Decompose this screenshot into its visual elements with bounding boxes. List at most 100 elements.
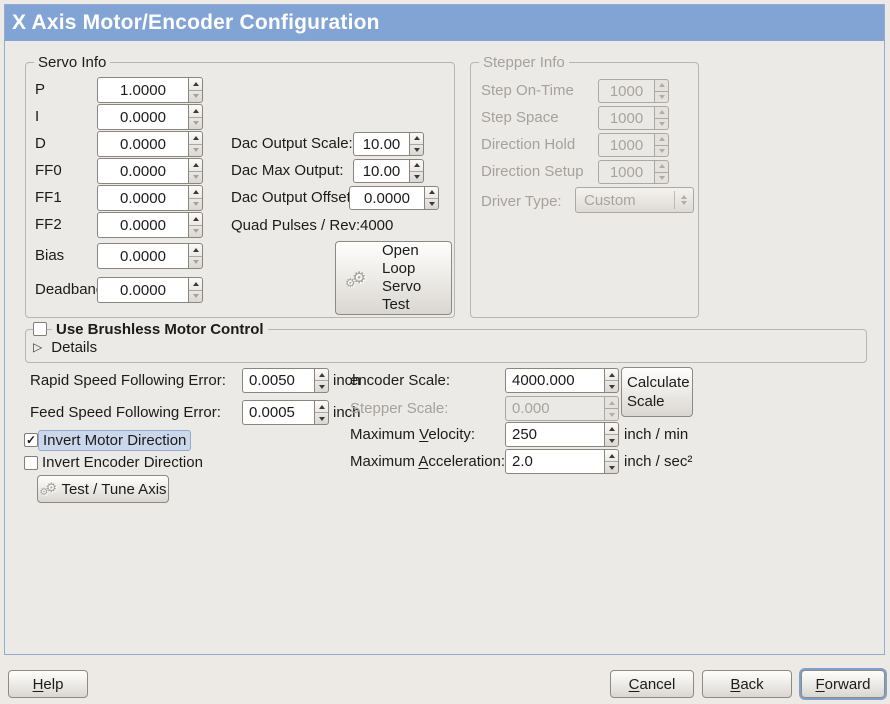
ff2-spinbox-steppers[interactable] bbox=[188, 212, 203, 238]
ff1-spinbox[interactable]: 0.0000 bbox=[97, 185, 203, 211]
p-spinbox-steppers[interactable] bbox=[188, 77, 203, 103]
ff0-spinbox[interactable]: 0.0000 bbox=[97, 158, 203, 184]
dac-output-offset-spinbox-entry[interactable]: 0.0000 bbox=[349, 186, 424, 210]
ff1-spinbox-steppers[interactable] bbox=[188, 185, 203, 211]
invert-encoder-label[interactable]: Invert Encoder Direction bbox=[42, 454, 203, 471]
spin-up-icon[interactable] bbox=[410, 160, 423, 172]
cancel-button[interactable]: Cancel bbox=[610, 670, 694, 698]
feed-following-error-spinbox-steppers[interactable] bbox=[314, 400, 329, 425]
calculate-scale-button[interactable]: Calculate Scale bbox=[621, 367, 693, 417]
max-velocity-spinbox[interactable]: 250 bbox=[505, 422, 619, 447]
p-spinbox-entry[interactable]: 1.0000 bbox=[97, 77, 188, 103]
max-acceleration-spinbox-steppers[interactable] bbox=[604, 449, 619, 474]
dac-output-scale-spinbox[interactable]: 10.00 bbox=[353, 132, 424, 156]
deadband-spinbox[interactable]: 0.0000 bbox=[97, 277, 203, 303]
open-loop-servo-test-button[interactable]: ⚙⚙ Open Loop Servo Test bbox=[335, 241, 452, 315]
d-spinbox-entry[interactable]: 0.0000 bbox=[97, 131, 188, 157]
bias-label: Bias bbox=[35, 247, 65, 264]
spin-up-icon[interactable] bbox=[605, 450, 618, 462]
spin-up-icon[interactable] bbox=[315, 369, 328, 381]
dialog-content: Servo Info P 1.0000 I 0.0000 D 0.0000 FF… bbox=[5, 41, 884, 654]
spin-down-icon[interactable] bbox=[189, 257, 202, 269]
test-tune-axis-button[interactable]: ⚙⚙ Test / Tune Axis bbox=[37, 475, 169, 503]
ff2-spinbox-entry[interactable]: 0.0000 bbox=[97, 212, 188, 238]
spin-down-icon[interactable] bbox=[410, 145, 423, 156]
dac-output-offset-spinbox-steppers[interactable] bbox=[424, 186, 439, 210]
step-on-time-spinbox-entry: 1000 bbox=[598, 79, 654, 103]
encoder-scale-spinbox-entry[interactable]: 4000.000 bbox=[505, 368, 604, 393]
spin-down-icon[interactable] bbox=[189, 91, 202, 103]
feed-following-error-unit: inch bbox=[333, 404, 361, 421]
i-spinbox-entry[interactable]: 0.0000 bbox=[97, 104, 188, 130]
spin-up-icon[interactable] bbox=[315, 401, 328, 413]
dac-output-scale-spinbox-steppers[interactable] bbox=[409, 132, 424, 156]
help-button[interactable]: Help bbox=[8, 670, 88, 698]
d-spinbox-steppers[interactable] bbox=[188, 131, 203, 157]
spin-up-icon[interactable] bbox=[189, 159, 202, 172]
spin-down-icon[interactable] bbox=[425, 199, 438, 210]
encoder-scale-spinbox[interactable]: 4000.000 bbox=[505, 368, 619, 393]
ff0-spinbox-entry[interactable]: 0.0000 bbox=[97, 158, 188, 184]
invert-encoder-checkbox[interactable] bbox=[24, 456, 38, 470]
spin-down-icon[interactable] bbox=[189, 118, 202, 130]
i-spinbox-steppers[interactable] bbox=[188, 104, 203, 130]
max-velocity-spinbox-entry[interactable]: 250 bbox=[505, 422, 604, 447]
back-button[interactable]: Back bbox=[702, 670, 792, 698]
rapid-following-error-spinbox-steppers[interactable] bbox=[314, 368, 329, 393]
spin-down-icon[interactable] bbox=[189, 145, 202, 157]
spin-down-icon[interactable] bbox=[605, 462, 618, 473]
feed-following-error-spinbox[interactable]: 0.0005 bbox=[242, 400, 329, 425]
bias-spinbox[interactable]: 0.0000 bbox=[97, 243, 203, 269]
combo-divider bbox=[674, 191, 675, 209]
details-expander[interactable]: ▷ Details bbox=[33, 337, 97, 357]
spin-down-icon[interactable] bbox=[189, 172, 202, 184]
use-brushless-label[interactable]: Use Brushless Motor Control bbox=[52, 320, 268, 339]
spin-down-icon[interactable] bbox=[189, 226, 202, 238]
bias-spinbox-entry[interactable]: 0.0000 bbox=[97, 243, 188, 269]
spin-up-icon[interactable] bbox=[189, 244, 202, 257]
spin-up-icon[interactable] bbox=[189, 278, 202, 291]
ff2-spinbox[interactable]: 0.0000 bbox=[97, 212, 203, 238]
dac-max-output-spinbox[interactable]: 10.00 bbox=[353, 159, 424, 183]
feed-following-error-spinbox-entry[interactable]: 0.0005 bbox=[242, 400, 314, 425]
forward-button[interactable]: Forward bbox=[801, 670, 885, 698]
i-spinbox[interactable]: 0.0000 bbox=[97, 104, 203, 130]
spin-down-icon[interactable] bbox=[189, 291, 202, 303]
dac-output-offset-spinbox[interactable]: 0.0000 bbox=[349, 186, 439, 210]
use-brushless-checkbox[interactable] bbox=[33, 322, 47, 336]
dac-max-output-spinbox-entry[interactable]: 10.00 bbox=[353, 159, 409, 183]
spin-up-icon[interactable] bbox=[605, 423, 618, 435]
spin-up-icon[interactable] bbox=[605, 369, 618, 381]
spin-up-icon[interactable] bbox=[189, 213, 202, 226]
spin-down-icon[interactable] bbox=[315, 413, 328, 424]
ff0-label: FF0 bbox=[35, 162, 62, 179]
spin-down-icon[interactable] bbox=[605, 435, 618, 446]
spin-down-icon[interactable] bbox=[410, 172, 423, 183]
rapid-following-error-spinbox-entry[interactable]: 0.0050 bbox=[242, 368, 314, 393]
spin-up-icon[interactable] bbox=[425, 187, 438, 199]
d-spinbox[interactable]: 0.0000 bbox=[97, 131, 203, 157]
spin-up-icon[interactable] bbox=[189, 186, 202, 199]
max-acceleration-spinbox[interactable]: 2.0 bbox=[505, 449, 619, 474]
max-velocity-spinbox-steppers[interactable] bbox=[604, 422, 619, 447]
encoder-scale-spinbox-steppers[interactable] bbox=[604, 368, 619, 393]
bias-spinbox-steppers[interactable] bbox=[188, 243, 203, 269]
spin-up-icon[interactable] bbox=[189, 78, 202, 91]
ff0-spinbox-steppers[interactable] bbox=[188, 158, 203, 184]
spin-down-icon[interactable] bbox=[315, 381, 328, 392]
spin-up-icon[interactable] bbox=[189, 105, 202, 118]
spin-up-icon[interactable] bbox=[189, 132, 202, 145]
ff1-spinbox-entry[interactable]: 0.0000 bbox=[97, 185, 188, 211]
deadband-spinbox-entry[interactable]: 0.0000 bbox=[97, 277, 188, 303]
max-acceleration-spinbox-entry[interactable]: 2.0 bbox=[505, 449, 604, 474]
spin-down-icon[interactable] bbox=[605, 381, 618, 392]
dac-max-output-spinbox-steppers[interactable] bbox=[409, 159, 424, 183]
dac-output-scale-spinbox-entry[interactable]: 10.00 bbox=[353, 132, 409, 156]
invert-motor-label[interactable]: Invert Motor Direction bbox=[38, 430, 192, 451]
rapid-following-error-spinbox[interactable]: 0.0050 bbox=[242, 368, 329, 393]
spin-up-icon[interactable] bbox=[410, 133, 423, 145]
spin-down-icon[interactable] bbox=[189, 199, 202, 211]
p-spinbox[interactable]: 1.0000 bbox=[97, 77, 203, 103]
invert-motor-checkbox[interactable]: ✓ bbox=[24, 433, 38, 447]
deadband-spinbox-steppers[interactable] bbox=[188, 277, 203, 303]
